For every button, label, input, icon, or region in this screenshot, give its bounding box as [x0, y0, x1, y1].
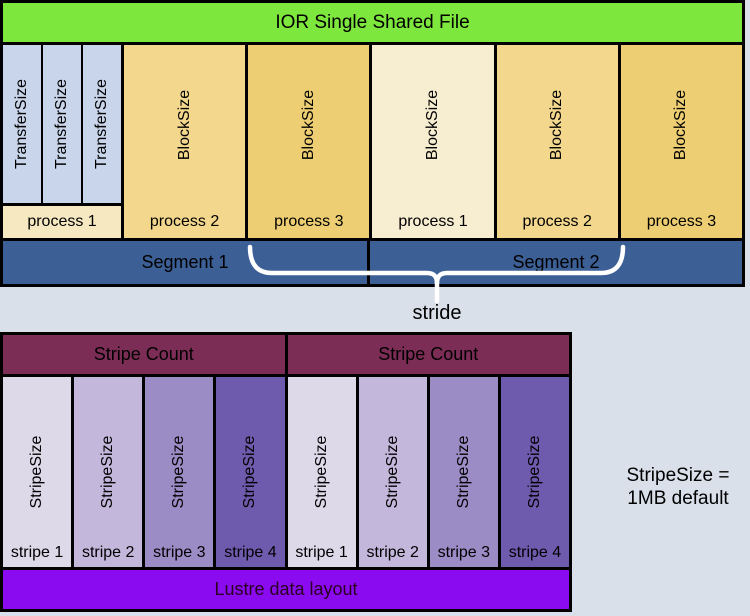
stripe-label: stripe 2 [366, 544, 419, 561]
process-label: process 1 [3, 203, 121, 238]
block-size-label: BlockSize [299, 89, 317, 161]
stripe-size-note-line2: 1MB default [627, 488, 729, 509]
lustre-stripe-diagram: Stripe Count Stripe Count StripeSize str… [0, 332, 572, 612]
stripe-size-label: StripeSize [454, 435, 472, 509]
stripe-size-label: StripeSize [28, 435, 46, 509]
stripe-label: stripe 3 [437, 544, 491, 561]
stripe-label: stripe 3 [153, 544, 206, 561]
process-columns: TransferSize TransferSize TransferSize p… [3, 45, 743, 238]
stripe-column-6: StripeSize stripe 2 [358, 377, 430, 567]
stripe-column-7: StripeSize stripe 3 [429, 377, 501, 567]
stripe-column-1: StripeSize stripe 1 [3, 377, 75, 567]
process-column-6: BlockSize process 3 [620, 45, 743, 238]
block-size-label: BlockSize [672, 89, 690, 161]
stripe-column-5: StripeSize stripe 1 [287, 377, 359, 567]
process-label: process 3 [274, 213, 344, 230]
stripe-label: stripe 1 [295, 544, 348, 561]
stripe-label: stripe 4 [508, 544, 562, 561]
block-size-label: BlockSize [175, 89, 193, 161]
stripe-column-3: StripeSize stripe 3 [145, 377, 217, 567]
transfer-size-cell: TransferSize [83, 45, 121, 203]
process-column-2: BlockSize process 2 [124, 45, 249, 238]
stripe-size-label: StripeSize [99, 435, 117, 509]
stride-label: stride [412, 302, 462, 324]
transfer-area: TransferSize TransferSize TransferSize [3, 45, 121, 203]
stripe-size-label: StripeSize [241, 435, 259, 509]
stripe-columns: StripeSize stripe 1 StripeSize stripe 2 … [3, 377, 569, 567]
process-label: process 3 [646, 213, 717, 230]
stripe-size-label: StripeSize [312, 435, 330, 509]
segment-row: Segment 1 Segment 2 [3, 238, 742, 284]
transfer-size-label: TransferSize [93, 78, 110, 170]
transfer-size-cell: TransferSize [3, 45, 43, 203]
stripe-column-8: StripeSize stripe 4 [500, 377, 569, 567]
stripe-column-4: StripeSize stripe 4 [216, 377, 288, 567]
stripe-count-2: Stripe Count [287, 335, 569, 374]
transfer-size-label: TransferSize [53, 78, 70, 170]
process-column-1: TransferSize TransferSize TransferSize p… [3, 45, 124, 238]
stripe-size-label: StripeSize [170, 435, 188, 509]
process-label: process 2 [522, 213, 592, 230]
stripe-size-label: StripeSize [383, 435, 401, 509]
ior-file-diagram: IOR Single Shared File TransferSize Tran… [0, 0, 745, 287]
stripe-count-1: Stripe Count [3, 335, 288, 374]
stripe-size-label: StripeSize [525, 435, 543, 509]
lustre-data-layout-bar: Lustre data layout [3, 567, 569, 609]
stripe-label: stripe 4 [224, 544, 277, 561]
diagram-title: IOR Single Shared File [3, 3, 742, 45]
process-label: process 1 [398, 213, 468, 230]
stripe-column-2: StripeSize stripe 2 [74, 377, 146, 567]
stripe-size-note: StripeSize = 1MB default [606, 464, 750, 510]
stripe-count-row: Stripe Count Stripe Count [3, 335, 569, 377]
segment-2: Segment 2 [370, 241, 742, 284]
stripe-size-note-line1: StripeSize = [626, 465, 730, 486]
process-column-4: BlockSize process 1 [372, 45, 497, 238]
segment-1: Segment 1 [3, 241, 370, 284]
stripe-label: stripe 1 [10, 544, 64, 561]
block-size-label: BlockSize [424, 89, 441, 161]
stripe-label: stripe 2 [81, 544, 135, 561]
transfer-size-label: TransferSize [13, 78, 30, 170]
process-label: process 2 [149, 213, 220, 230]
block-size-label: BlockSize [548, 89, 566, 161]
process-column-5: BlockSize process 2 [496, 45, 621, 238]
process-column-3: BlockSize process 3 [248, 45, 373, 238]
transfer-size-cell: TransferSize [43, 45, 83, 203]
